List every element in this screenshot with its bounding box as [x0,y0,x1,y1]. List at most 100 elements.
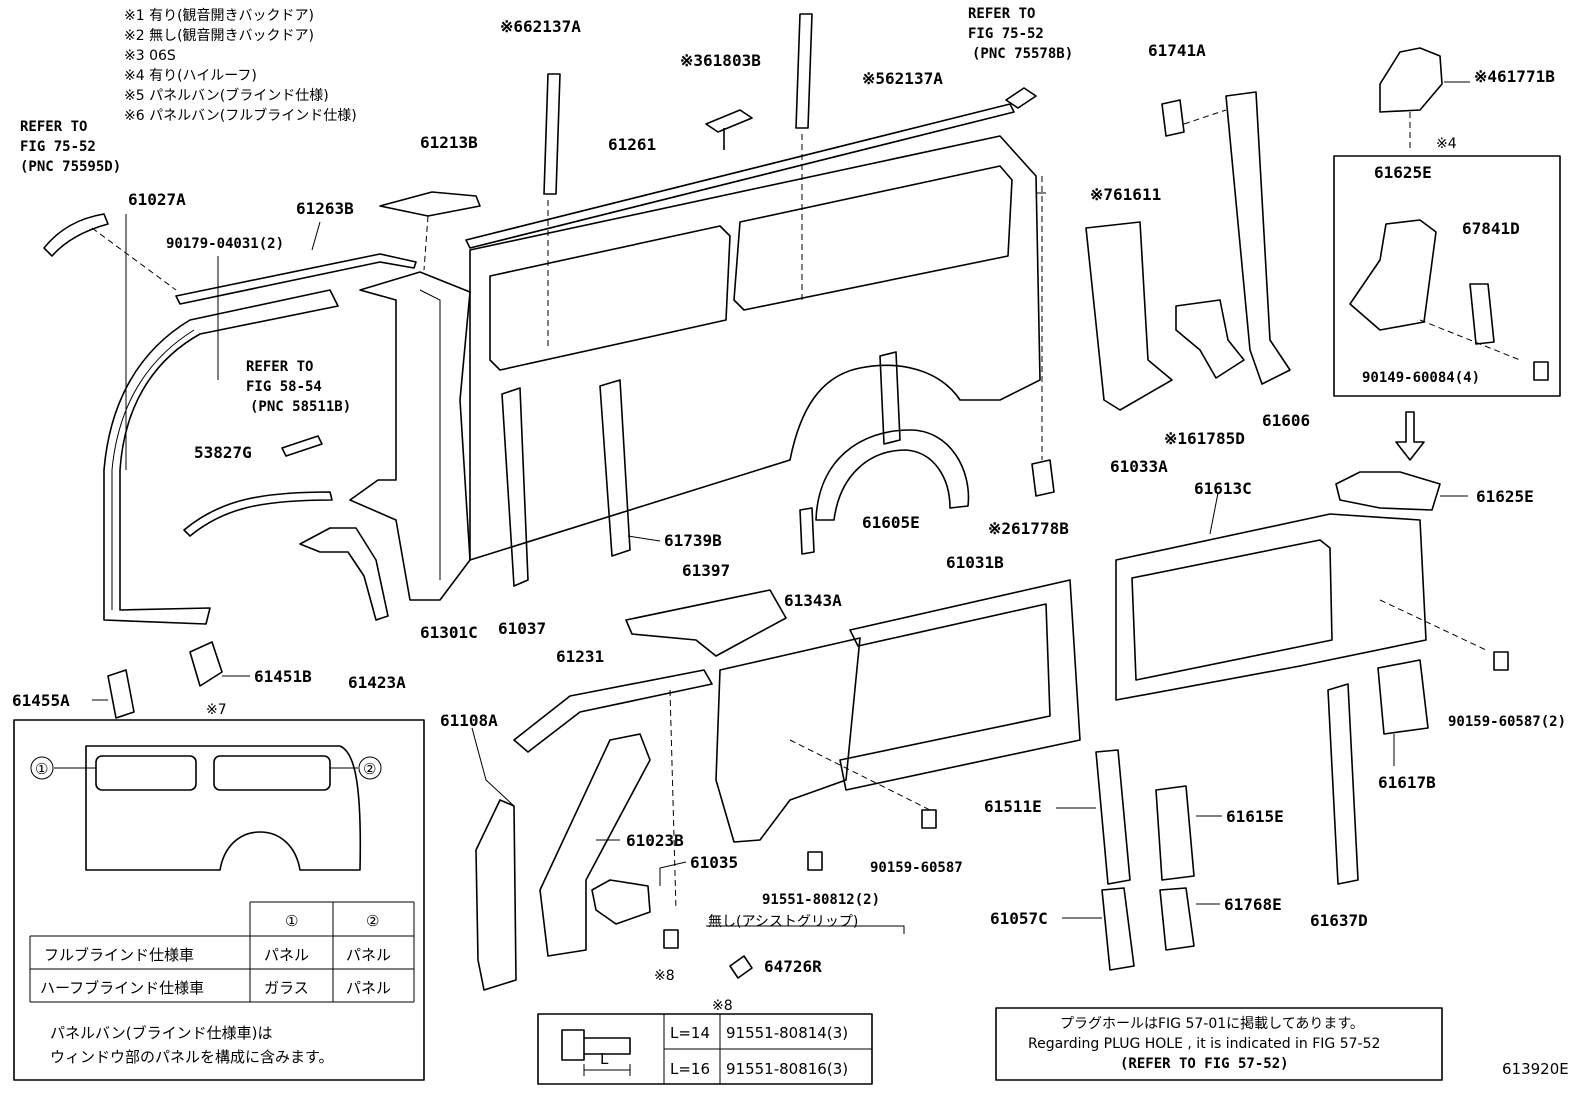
table-row-2-c1: ガラス [264,979,309,997]
label-62137a-6: ※662137A [500,17,581,36]
part-61771b-shape [1379,47,1443,113]
part-61803b-shape [705,109,753,150]
part-61397-shape [625,589,787,657]
label-61785d: ※161785D [1164,429,1245,448]
label-61397: 61397 [682,561,730,580]
refer-line: (PNC 58511B) [250,399,351,415]
label-61037: 61037 [498,619,546,638]
part-61057c-shape [1101,887,1135,971]
label-61451b: 61451B [254,667,312,686]
bolt-row-2-length: L=16 [670,1060,710,1078]
bolt-dim-label: L [600,1050,609,1068]
moulding-75595d-shape [43,213,109,257]
label-61605e: 61605E [862,513,920,532]
label-61778b: ※261778B [988,519,1069,538]
label-61741a: 61741A [1148,41,1206,60]
label-90179-04031: 90179-04031(2) [166,236,284,252]
refer-block-58511b: REFER TO FIG 58-54 (PNC 58511B) [246,359,351,415]
refer-line: FIG 75-52 [20,139,96,155]
arrow-down-icon [1395,411,1425,461]
part-61423a-shape [299,527,389,621]
label-91551-80812: 91551-80812(2) [762,892,880,908]
part-61768e-shape [1159,887,1195,951]
window-2-shape [213,755,331,791]
bolt-90159-shape [921,809,937,829]
label-61423a: 61423A [348,673,406,692]
label-61261: 61261 [608,135,656,154]
label-61027a: 61027A [128,190,186,209]
label-90159-60587-2: 90159-60587(2) [1448,714,1566,730]
part-61451b-shape [189,641,223,687]
table-row-2-c2: パネル [346,979,391,997]
blind-spec-table: ① ② フルブラインド仕様車 パネル パネル ハーフブラインド仕様車 ガラス パ… [29,901,415,1003]
label-67841d: 67841D [1462,219,1520,238]
label-61231: 61231 [556,647,604,666]
legend-note-6: ※6 パネルバン(フルブラインド仕様) [124,107,357,124]
legend-note-5: ※5 パネルバン(ブラインド仕様) [124,87,329,104]
part-61778b-shape [1031,459,1055,497]
part-61455a-shape [107,669,135,719]
label-61637d: 61637D [1310,911,1368,930]
part-61613c-shape [1115,513,1427,701]
part-61301c-shape [349,271,471,601]
label-mark-8: ※8 [654,968,675,984]
refer-line: REFER TO [246,359,313,375]
label-90149-60084: 90149-60084(4) [1362,370,1480,386]
label-mark-8-table: ※8 [712,998,733,1014]
label-61263b: 61263B [296,199,354,218]
part-62137a-5-shape [795,13,813,129]
part-61213b-shape [379,191,481,217]
part-labels: 61027A 90179-04031(2) 61263B 61213B ※662… [12,17,1566,984]
label-61625e: 61625E [1476,487,1534,506]
blind-note-line-2: ウィンドウ部のパネルを構成に含みます。 [50,1048,334,1066]
label-61455a: 61455A [12,691,70,710]
label-64726r: 64726R [764,957,822,976]
label-61625e-box: 61625E [1374,163,1432,182]
part-61741a-shape [1161,99,1185,137]
leader-lines [92,81,1470,919]
part-61023b-shape [539,733,651,957]
refer-line: FIG 75-52 [968,26,1044,42]
part-61263b-shape [175,253,417,305]
label-61617b: 61617B [1378,773,1436,792]
part-61625e-box-shape [1349,219,1437,331]
part-53827g-shape [183,491,333,537]
bolt-row-2-part: 91551-80816(3) [726,1060,848,1078]
refer-block-75578b: REFER TO FIG 75-52 (PNC 75578B) [968,6,1073,62]
bolt-90159-2-shape [1493,651,1509,671]
plug-hole-line-2: Regarding PLUG HOLE , it is indicated in… [1028,1036,1380,1052]
bolt-91551-80812-shape [807,851,823,871]
legend-note-2: ※2 無し(観音開きバックドア) [124,27,314,44]
part-67841d-shape [1469,283,1495,345]
part-75578b-cap-shape [1005,87,1037,109]
legend-note-3: ※3 06S [124,48,176,64]
part-61637d-shape [1327,683,1359,885]
part-61785d-shape [1175,299,1245,379]
label-61057c: 61057C [990,909,1048,928]
window-61613c-shape [1131,539,1333,681]
part-61261-panel-shape [469,135,1041,561]
part-61605e-shape [815,429,970,521]
refer-line: FIG 58-54 [246,379,322,395]
label-61031b: 61031B [946,553,1004,572]
label-61739b: 61739B [664,531,722,550]
part-61625e-shape [1335,471,1441,511]
label-61023b: 61023B [626,831,684,850]
table-header-2: ② [366,912,379,930]
table-row-1-c2: パネル [346,946,391,964]
bolt-90149-shape [1533,361,1549,381]
part-61231-shape [513,669,713,753]
refer-line: (PNC 75595D) [20,159,121,175]
part-62137a-6-shape [543,73,561,195]
label-62137a-5: ※562137A [862,69,943,88]
bolt-row-1-length: L=14 [670,1024,710,1042]
part-61606-shape [1225,91,1291,385]
label-61511e: 61511E [984,797,1042,816]
part-61108a-shape [475,799,517,991]
plug-hole-line-1: プラグホールはFIG 57-01に掲載してあります。 [1060,1016,1364,1032]
circle-1-label: ① [35,760,48,778]
label-61108a: 61108A [440,711,498,730]
part-58511b-clip-shape [281,435,323,457]
label-61035: 61035 [690,853,738,872]
